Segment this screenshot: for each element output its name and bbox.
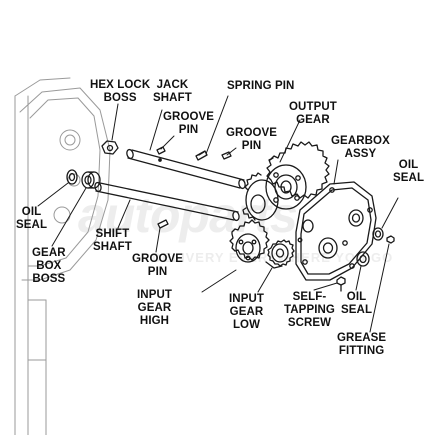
leader-lines [37, 95, 399, 333]
oil-seal-bottom [356, 251, 370, 267]
groove-pin-top [156, 146, 166, 155]
spring-pin [195, 150, 208, 161]
input-gear-high [229, 219, 270, 263]
label-output-gear: OUTPUT GEAR [289, 101, 337, 126]
label-groove-pin-top: GROOVE PIN [163, 111, 215, 136]
output-gear [242, 141, 330, 221]
watermark-tagline: DELIVERY EVERYWHERE YOU GO [152, 250, 394, 265]
label-grease-fitting: GREASE FITTING [337, 332, 387, 357]
label-oil-seal-right: OIL SEAL [393, 159, 425, 184]
grease-fitting [386, 235, 395, 244]
label-hex-lock-boss: HEX LOCK BOSS [90, 79, 151, 104]
label-input-gear-high: INPUT GEAR HIGH [137, 289, 172, 327]
label-gearbox-assy: GEARBOX ASSY [331, 135, 390, 160]
oil-seal-left [66, 169, 78, 185]
label-shift-shaft: SHIFT SHAFT [93, 228, 132, 253]
hex-lock-boss [101, 140, 119, 155]
label-spring-pin: SPRING PIN [227, 80, 295, 92]
groove-pin-right [221, 151, 232, 160]
input-gear-low [265, 239, 295, 269]
oil-seal-right [372, 227, 384, 241]
label-groove-pin-right: GROOVE PIN [226, 127, 278, 152]
frame-housing [14, 77, 111, 435]
gear-box-boss [81, 171, 101, 189]
label-gear-box-boss: GEAR BOX BOSS [32, 247, 66, 285]
label-jack-shaft: JACK SHAFT [153, 79, 192, 104]
label-oil-seal-bottom: OIL SEAL [341, 291, 373, 316]
label-groove-pin-bottom: GROOVE PIN [132, 253, 184, 278]
label-self-tapping-screw: SELF- TAPPING SCREW [284, 291, 335, 329]
gearbox-assy [295, 181, 377, 281]
self-tapping-screw [336, 276, 346, 292]
label-input-gear-low: INPUT GEAR LOW [229, 293, 264, 331]
groove-pin-bottom [157, 219, 169, 229]
jack-shaft [126, 148, 246, 190]
shift-shaft [94, 181, 240, 222]
label-oil-seal-left: OIL SEAL [16, 206, 48, 231]
